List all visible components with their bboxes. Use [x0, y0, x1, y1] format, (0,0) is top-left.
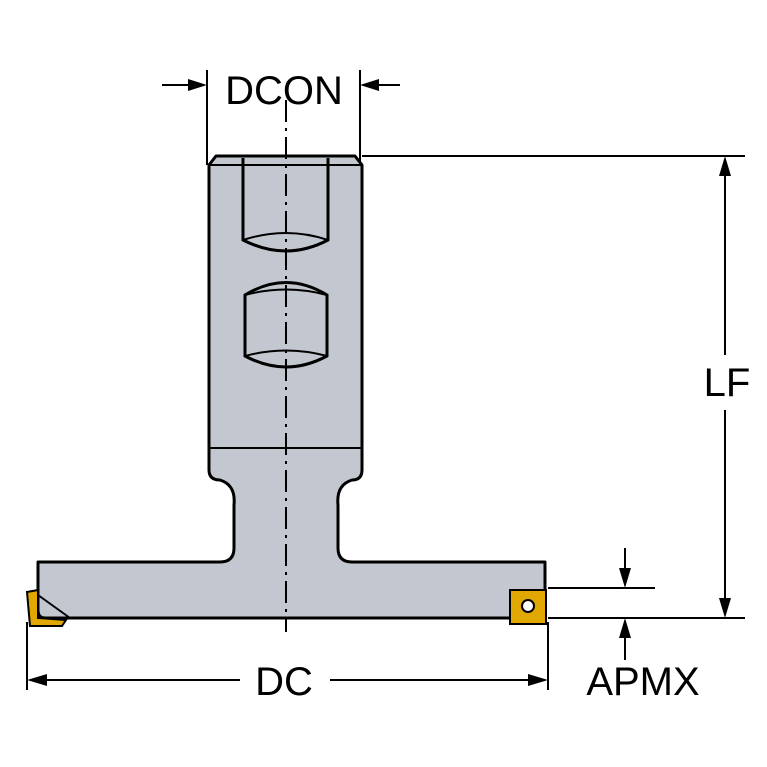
dcon-label: DCON: [225, 69, 343, 113]
dim-apmx: APMX: [548, 548, 700, 704]
cutter-chamfer: [37, 594, 71, 619]
insert-screw-icon: [521, 599, 535, 613]
insert-left: [25, 588, 68, 627]
insert-right: [509, 589, 547, 625]
dim-lf: LF: [362, 155, 751, 619]
tool-silhouette: [36, 154, 547, 620]
tool-body: [36, 100, 547, 632]
dim-dc: DC: [26, 622, 549, 704]
lf-label: LF: [704, 361, 751, 405]
apmx-label: APMX: [586, 660, 699, 704]
dc-label: DC: [255, 660, 313, 704]
dim-dcon: DCON: [162, 69, 400, 165]
